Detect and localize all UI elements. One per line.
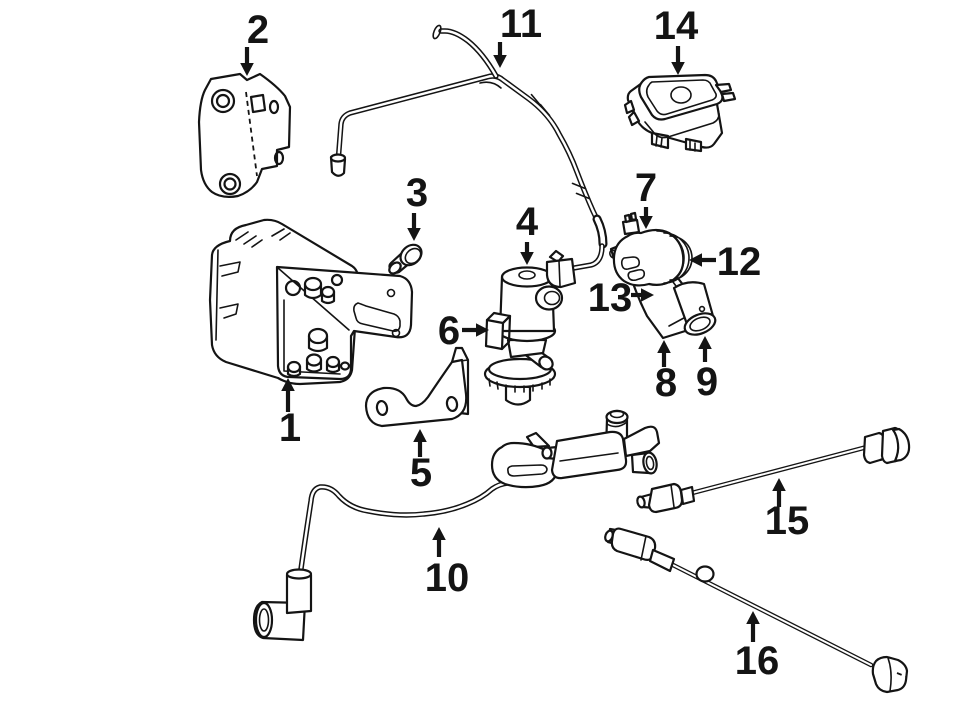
callout-4[interactable]: 4 — [516, 200, 539, 265]
callout-arrow-head — [413, 429, 427, 442]
callout-5[interactable]: 5 — [410, 429, 432, 495]
callout-1[interactable]: 1 — [279, 378, 301, 450]
callout-number-10: 10 — [425, 556, 470, 600]
part-3-bolt-drawing — [388, 243, 423, 275]
callout-arrow-head — [520, 252, 534, 265]
callout-15[interactable]: 15 — [765, 478, 810, 543]
callout-arrow-head — [772, 478, 786, 491]
callout-arrow-head — [671, 62, 685, 75]
part-15-sensor-cable-drawing — [636, 426, 911, 514]
callout-arrow-head — [432, 527, 446, 540]
callout-3[interactable]: 3 — [406, 171, 428, 241]
part-9-cylinder-drawing — [672, 281, 717, 336]
callout-arrow-head — [746, 611, 760, 624]
callout-number-16: 16 — [735, 639, 780, 683]
callout-number-1: 1 — [279, 406, 301, 450]
part-4-egr-valve-drawing — [483, 266, 564, 406]
callout-arrow-head — [639, 216, 653, 229]
callout-number-4: 4 — [516, 200, 539, 244]
part-10-hose-drawing — [252, 409, 661, 642]
part-1-vapor-canister-drawing — [208, 218, 414, 386]
callout-number-5: 5 — [410, 451, 432, 495]
callout-number-2: 2 — [247, 8, 269, 52]
callout-7[interactable]: 7 — [635, 166, 657, 229]
callout-number-15: 15 — [765, 499, 810, 543]
callout-number-6: 6 — [438, 309, 460, 353]
callout-12[interactable]: 12 — [689, 240, 761, 284]
callout-11[interactable]: 11 — [493, 2, 542, 68]
callout-number-9: 9 — [696, 360, 718, 404]
callout-arrow-head — [281, 378, 295, 391]
callout-arrow-head — [240, 63, 254, 76]
part-2-bracket-drawing — [197, 72, 292, 198]
callout-number-8: 8 — [655, 361, 677, 405]
part-14-control-module-drawing — [623, 73, 737, 153]
callout-number-3: 3 — [406, 171, 428, 215]
callout-10[interactable]: 10 — [425, 527, 470, 600]
callout-14[interactable]: 14 — [654, 4, 699, 75]
callout-number-7: 7 — [635, 166, 657, 210]
callout-8[interactable]: 8 — [655, 340, 677, 405]
callout-arrow-head — [476, 323, 489, 337]
callout-16[interactable]: 16 — [735, 611, 780, 683]
callout-6[interactable]: 6 — [438, 309, 489, 353]
callout-arrow-head — [689, 253, 702, 267]
callout-arrow-head — [407, 228, 421, 241]
part-11-hose-drawing — [329, 24, 608, 289]
callout-number-11: 11 — [500, 2, 542, 46]
callout-arrow-head — [657, 340, 671, 353]
callout-arrow-head — [493, 55, 507, 68]
callout-2[interactable]: 2 — [240, 8, 269, 76]
part-6-clip-drawing — [484, 311, 512, 351]
callout-arrow-head — [698, 336, 712, 349]
part-5-bracket-drawing — [364, 346, 470, 428]
callout-13[interactable]: 13 — [588, 276, 654, 320]
callout-number-12: 12 — [717, 240, 762, 284]
callout-arrow-head — [641, 288, 654, 302]
callout-number-14: 14 — [654, 4, 699, 48]
part-16-sensor-cable-drawing — [604, 527, 909, 694]
part-10-valve-cluster — [490, 409, 661, 489]
callout-9[interactable]: 9 — [696, 336, 718, 404]
callout-number-13: 13 — [588, 276, 633, 320]
part-7-vacuum-valve-drawing — [609, 211, 693, 287]
